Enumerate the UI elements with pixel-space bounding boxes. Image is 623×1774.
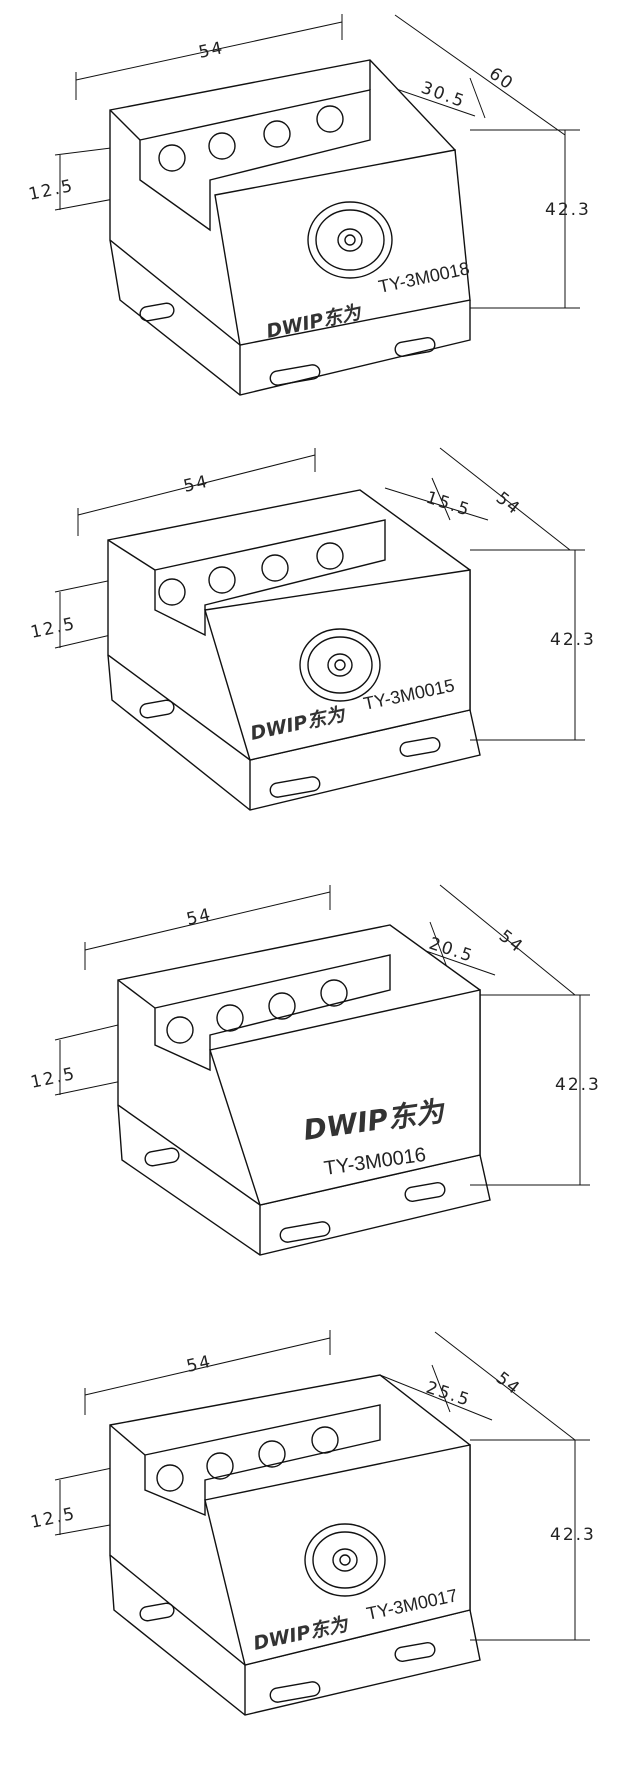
drawing-ty-3m0015: 54 54 15.5 42.3 12.5 [0, 440, 623, 880]
dim-height: 42.3 [470, 994, 601, 1186]
fixture-drawing: 54 54 25.5 42.3 12.5 [29, 1330, 596, 1716]
fixture-body [117, 924, 491, 1256]
drawing-ty-3m0016: 54 54 20.5 42.3 12.5 DWIP东为 TY-3M0016 [0, 880, 623, 1320]
dim-slot: 15.5 [384, 477, 489, 521]
svg-text:54: 54 [185, 905, 214, 930]
drawing-ty-3m0017: 54 54 25.5 42.3 12.5 [0, 1320, 623, 1774]
svg-text:12.5: 12.5 [29, 1064, 78, 1093]
svg-text:12.5: 12.5 [29, 1504, 78, 1533]
svg-text:42.3: 42.3 [550, 630, 596, 650]
svg-text:25.5: 25.5 [423, 1378, 473, 1411]
drawing-ty-3m0018: 54 60 30.5 42.3 12.5 [0, 0, 623, 440]
fixture-drawing: 54 54 15.5 42.3 12.5 [29, 447, 596, 811]
svg-text:60: 60 [485, 64, 517, 95]
svg-text:12.5: 12.5 [29, 614, 78, 643]
fixture-drawing: 54 60 30.5 42.3 12.5 [27, 14, 591, 396]
dim-width: 54 [75, 14, 343, 100]
dim-height: 42.3 [470, 129, 591, 309]
fixture-body [109, 59, 471, 396]
svg-text:54: 54 [492, 1368, 525, 1400]
svg-text:54: 54 [197, 38, 226, 63]
dim-height: 42.3 [470, 1439, 596, 1641]
svg-text:54: 54 [185, 1352, 214, 1377]
dim-width: 54 [77, 448, 316, 536]
svg-text:30.5: 30.5 [418, 78, 468, 112]
fixture-body [107, 489, 481, 811]
dim-height: 42.3 [470, 549, 596, 741]
fixture-drawing: 54 54 20.5 42.3 12.5 DWIP东为 TY-3M0016 [29, 884, 601, 1256]
fixture-body [109, 1374, 481, 1716]
svg-text:54: 54 [495, 926, 528, 958]
svg-text:12.5: 12.5 [27, 176, 76, 205]
svg-text:54: 54 [182, 472, 211, 497]
svg-text:42.3: 42.3 [555, 1075, 601, 1095]
svg-text:42.3: 42.3 [545, 200, 591, 220]
svg-text:42.3: 42.3 [550, 1525, 596, 1545]
